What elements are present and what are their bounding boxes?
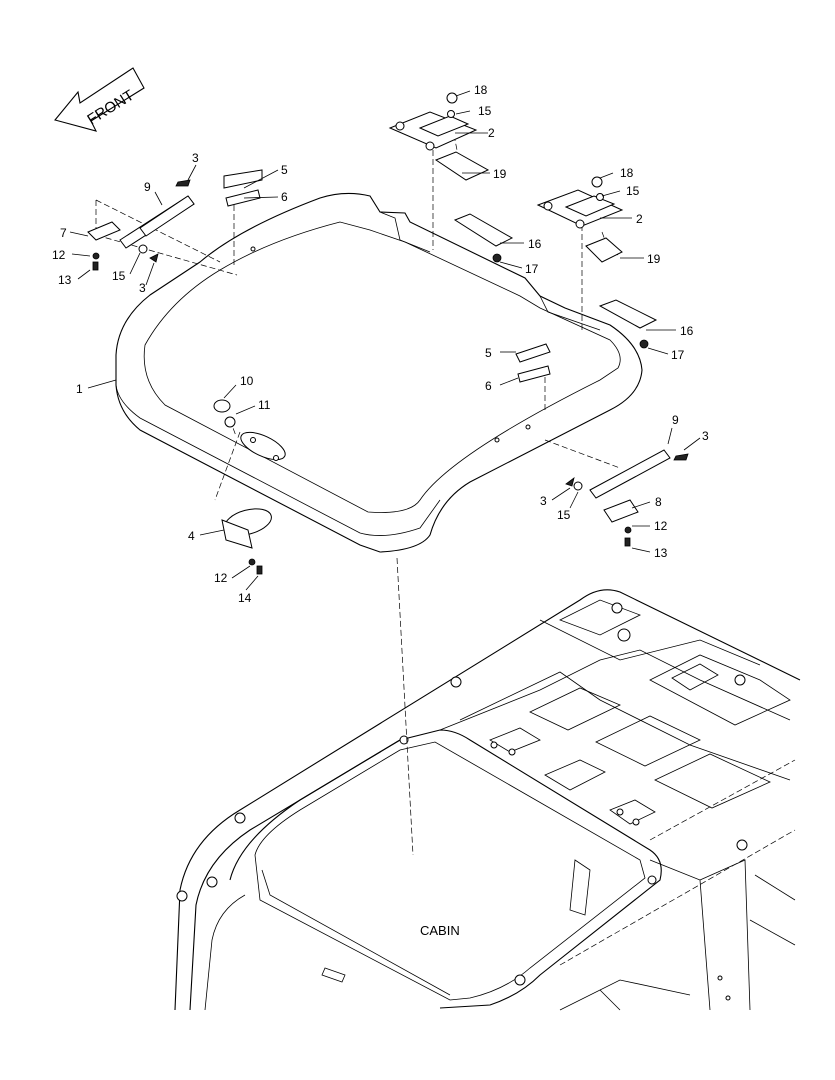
front-arrow-label: FRONT	[84, 87, 137, 129]
callout-15: 15	[478, 104, 492, 118]
callout-9: 9	[144, 180, 151, 194]
callout-2: 2	[636, 212, 643, 226]
callout-leaders	[69, 90, 701, 591]
callout-17: 17	[525, 262, 539, 276]
callout-18: 18	[620, 166, 634, 180]
callout-7: 7	[60, 226, 67, 240]
callout-4: 4	[188, 529, 195, 543]
callout-19: 19	[493, 167, 507, 181]
callout-6: 6	[485, 379, 492, 393]
hinge-upper	[388, 92, 490, 181]
callout-16: 16	[528, 237, 542, 251]
callout-9: 9	[672, 413, 679, 427]
callout-3: 3	[702, 429, 709, 443]
callout-13: 13	[58, 273, 72, 287]
hinge-lower	[536, 176, 624, 263]
callout-6: 6	[281, 190, 288, 204]
roof-hatch-panel	[115, 192, 643, 553]
callout-11: 11	[258, 398, 271, 412]
callout-3: 3	[192, 151, 199, 165]
callout-1: 1	[76, 382, 83, 396]
callout-3: 3	[540, 494, 547, 508]
callout-8: 8	[655, 495, 662, 509]
callout-10: 10	[240, 374, 254, 388]
callout-13: 13	[654, 546, 668, 560]
callout-3: 3	[139, 281, 146, 295]
callout-16: 16	[680, 324, 694, 338]
callout-12: 12	[214, 571, 228, 585]
callout-12: 12	[654, 519, 668, 533]
cabin-label: CABIN	[420, 923, 460, 938]
gas-strut-left	[87, 169, 263, 271]
front-direction-arrow: FRONT	[54, 67, 145, 132]
callout-5: 5	[485, 346, 492, 360]
cabin-roof-structure	[174, 589, 801, 1011]
callout-15: 15	[112, 269, 126, 283]
plates-16-17	[453, 213, 658, 349]
callout-14: 14	[238, 591, 252, 605]
callout-15: 15	[626, 184, 640, 198]
callout-5: 5	[281, 163, 288, 177]
callout-2: 2	[488, 126, 495, 140]
callout-19: 19	[647, 252, 661, 266]
callout-15: 15	[557, 508, 571, 522]
callout-18: 18	[474, 83, 488, 97]
gas-strut-right	[515, 343, 689, 547]
callout-17: 17	[671, 348, 685, 362]
latch-assembly	[213, 399, 272, 575]
callout-labels: 18 15 2 19 3 5 6 9 7 12 13 15 3 18 15 2 …	[52, 83, 709, 605]
callout-12: 12	[52, 248, 66, 262]
